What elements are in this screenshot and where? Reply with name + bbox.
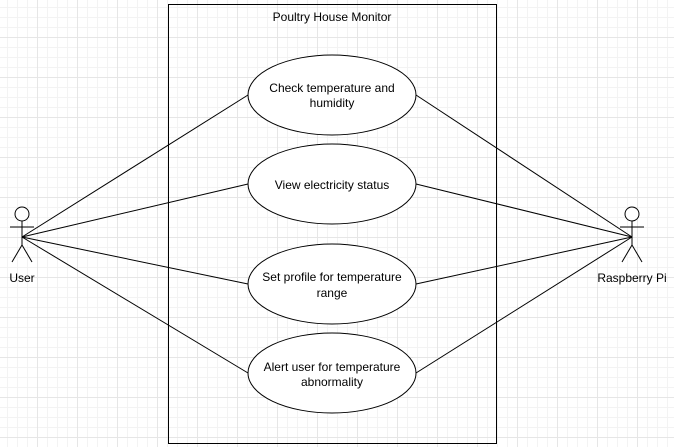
actor-label: User [9,271,34,285]
actor-label: Raspberry Pi [597,271,666,285]
stick-figure-icon [10,206,34,263]
association-line-user-2 [21,236,249,285]
actor-raspberry-pi[interactable]: Raspberry Pi [597,206,667,285]
use-case-label-line-2: humidity [310,96,355,110]
association-line-user-3 [21,236,249,374]
actor-user[interactable]: User [9,206,35,285]
association-lines [21,94,633,374]
use-case-label-line-1: Check temperature and [269,81,394,95]
use-case-set-profile[interactable]: Set profile for temperature range [247,243,417,325]
use-case-ellipse [247,332,417,414]
use-case-check-temperature[interactable]: Check temperature and humidity [247,54,417,136]
association-line-user-1 [21,183,249,238]
stick-figure-icon [620,206,644,263]
system-boundary: Poultry House Monitor [168,4,497,444]
use-case-label-line-1: Set profile for temperature [262,270,402,284]
use-case-label-line-2: abnormality [301,375,363,389]
use-case-label-line-1: Alert user for temperature [264,360,401,374]
association-line-raspberry-pi-3 [415,236,633,374]
use-case-ellipse [247,54,417,136]
system-boundary-box [168,4,497,444]
association-line-user-0 [21,94,249,238]
use-case-label-line-1: View electricity status [275,178,390,192]
system-title: Poultry House Monitor [273,10,392,24]
use-case-view-electricity[interactable]: View electricity status [247,143,417,225]
association-line-raspberry-pi-0 [415,94,633,238]
use-case-ellipse [247,243,417,325]
association-line-raspberry-pi-2 [415,236,633,285]
use-case-alert-user[interactable]: Alert user for temperature abnormality [247,332,417,414]
association-line-raspberry-pi-1 [415,183,633,238]
use-case-label-line-2: range [317,286,348,300]
use-case-ellipse [247,143,417,225]
